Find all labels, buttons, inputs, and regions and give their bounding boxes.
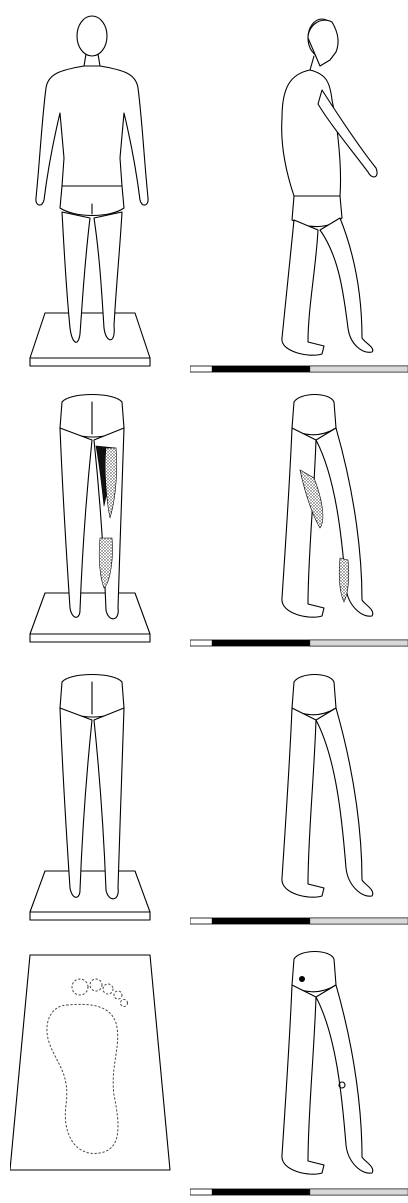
row-3-back-view xyxy=(20,668,160,936)
hips-legs-side-markers xyxy=(282,952,373,1175)
row-2-side-view xyxy=(190,388,408,658)
hip-marker xyxy=(299,976,305,982)
hips-legs-back xyxy=(60,675,124,899)
timebar xyxy=(190,918,408,924)
figure-side xyxy=(282,19,377,355)
hips-legs-side-muscles xyxy=(282,395,373,618)
hips-legs-side xyxy=(282,675,373,898)
row-4-side-view xyxy=(190,945,408,1201)
row-1-back-view xyxy=(20,8,160,378)
figure-back xyxy=(36,16,148,342)
force-plate xyxy=(30,593,150,642)
hips-legs-back-muscles xyxy=(60,395,124,619)
row-3-side-view xyxy=(190,668,408,936)
force-plate xyxy=(30,313,150,366)
force-plate xyxy=(30,871,150,920)
row-4-footprint-view xyxy=(10,945,180,1175)
timebar xyxy=(190,366,408,372)
row-1-side-view xyxy=(190,8,408,378)
footprint-plate xyxy=(10,955,170,1170)
timebar xyxy=(190,640,408,646)
timebar xyxy=(190,1189,408,1195)
row-2-back-view xyxy=(20,388,160,658)
